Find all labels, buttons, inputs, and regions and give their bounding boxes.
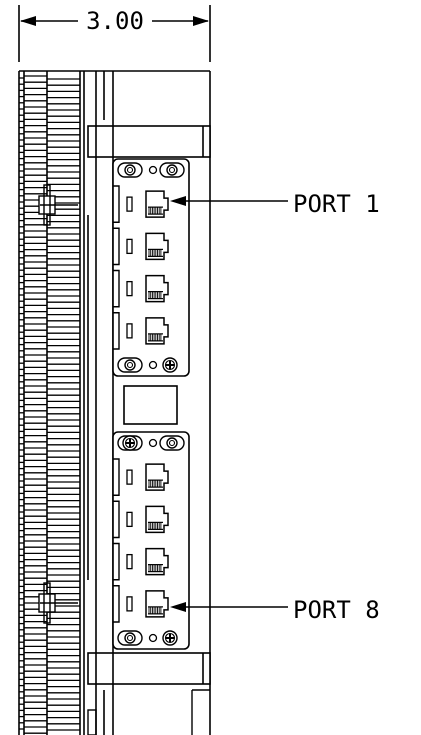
rj45-port-icon[interactable] (145, 190, 169, 218)
indicator-hole (148, 360, 158, 370)
mounting-slot-icon (159, 162, 185, 178)
leader-arrow-port-8 (170, 602, 186, 612)
dimension-label: 3.00 (86, 7, 144, 35)
led-indicator (126, 553, 133, 570)
rj45-port-icon[interactable] (145, 505, 169, 534)
port-group-1 (112, 158, 190, 377)
led-indicator (126, 280, 133, 297)
callout-port-8: PORT 8 (170, 596, 380, 624)
dimension-arrow-left (20, 16, 36, 26)
phillips-screw-icon (122, 435, 138, 451)
indicator-hole (148, 165, 158, 175)
dimension-arrow-right (193, 16, 209, 26)
port-latch-tab (113, 227, 120, 266)
callout-label-port-1: PORT 1 (293, 190, 380, 218)
rj45-port-icon[interactable] (145, 232, 169, 261)
led-indicator (126, 238, 133, 255)
callout-port-1: PORT 1 (170, 190, 380, 218)
port-latch-tab (113, 585, 120, 623)
phillips-screw-icon (162, 357, 178, 373)
hex-screw-icon (124, 164, 136, 176)
indicator-hole (148, 633, 158, 643)
mounting-slot-icon (117, 357, 143, 373)
rj45-port-icon[interactable] (145, 274, 169, 303)
port-latch-tab (113, 185, 120, 223)
rj45-port-icon[interactable] (145, 463, 169, 491)
rj45-port-icon[interactable] (145, 547, 169, 576)
mounting-slot-icon (159, 435, 185, 451)
led-indicator (126, 596, 133, 612)
hex-screw-icon (166, 164, 178, 176)
top-bracket (87, 125, 211, 158)
led-indicator (126, 469, 133, 485)
phillips-screw-icon (162, 630, 178, 646)
hex-screw-icon (124, 359, 136, 371)
mounting-slot-icon (117, 630, 143, 646)
led-indicator (126, 511, 133, 528)
port-latch-tab (113, 458, 120, 496)
rj45-port-icon[interactable] (145, 590, 169, 618)
connector-clips (38, 184, 78, 624)
status-label-window (123, 385, 178, 425)
mounting-slot-icon (117, 162, 143, 178)
bottom-edge-details (87, 689, 210, 735)
port-latch-tab (113, 312, 120, 350)
callout-label-port-8: PORT 8 (293, 596, 380, 624)
hex-screw-icon (166, 437, 178, 449)
mounting-brackets (87, 125, 211, 685)
bottom-bracket (87, 652, 211, 685)
port-latch-tab (113, 542, 120, 581)
port-latch-tab (113, 500, 120, 539)
rj45-port-icon[interactable] (145, 317, 169, 345)
indicator-hole (148, 438, 158, 448)
led-indicator (126, 323, 133, 339)
port-latch-tab (113, 269, 120, 308)
leader-arrow-port-1 (170, 196, 186, 206)
port-groups (112, 158, 190, 650)
port-group-2 (112, 431, 190, 650)
hex-screw-icon (124, 632, 136, 644)
backplane-connector-comb (19, 75, 80, 734)
led-indicator (126, 196, 133, 212)
